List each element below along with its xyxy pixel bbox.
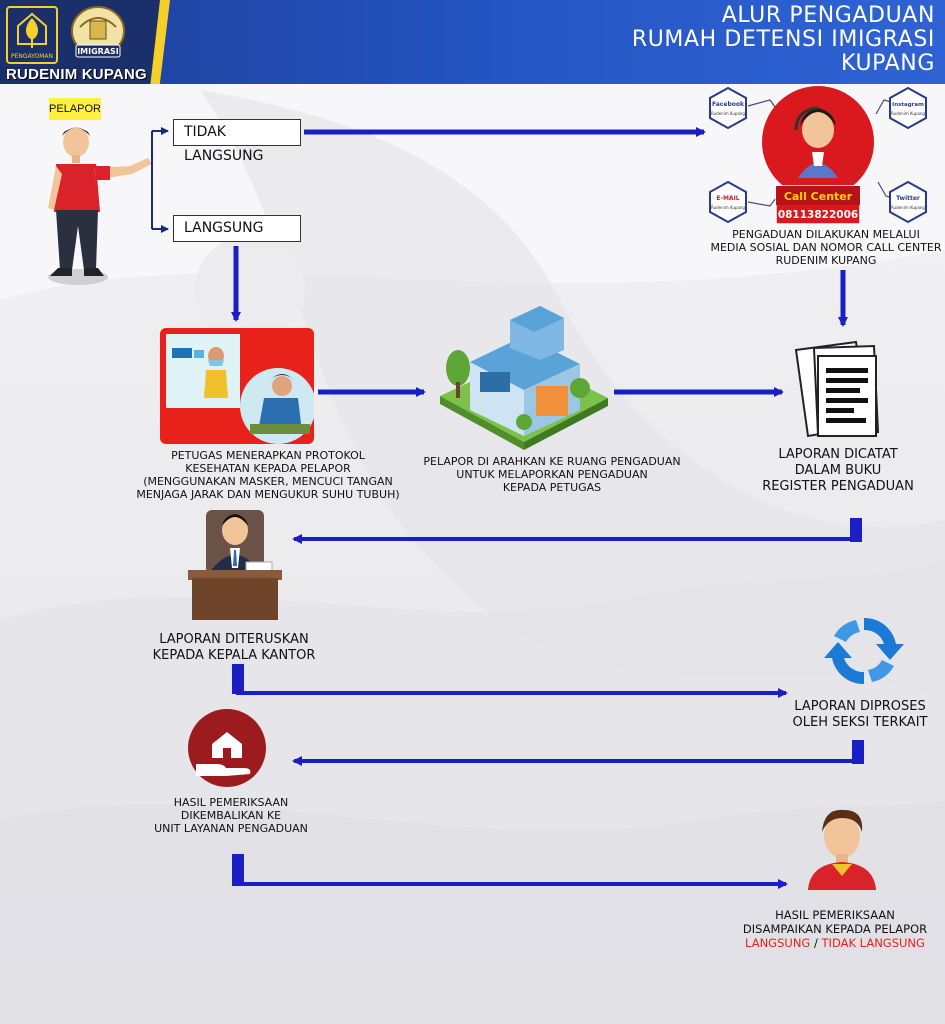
svg-text:Rudenim Kupang: Rudenim Kupang bbox=[711, 205, 745, 210]
twitter-hex-icon: Twitter Rudenim Kupang bbox=[889, 180, 927, 224]
head-office-illustration bbox=[188, 510, 282, 620]
complaint-room-text: PELAPOR DI ARAHKAN KE RUANG PENGADUAN UN… bbox=[423, 455, 681, 494]
health-protocol-illustration bbox=[160, 328, 314, 444]
svg-text:Rudenim Kupang: Rudenim Kupang bbox=[891, 205, 925, 210]
final-options: LANGSUNG / TIDAK LANGSUNG bbox=[730, 936, 940, 950]
facebook-hex-icon: Facebook Rudenim Kupang bbox=[709, 86, 747, 130]
email-hex-icon: E-MAIL Rudenim Kupang bbox=[709, 180, 747, 224]
head-office-text: LAPORAN DITERUSKAN KEPADA KEPALA KANTOR bbox=[152, 632, 316, 663]
svg-text:Rudenim Kupang: Rudenim Kupang bbox=[711, 111, 745, 116]
reporter-avatar bbox=[808, 809, 876, 890]
option-separator: / bbox=[814, 936, 818, 950]
imigrasi-logo: IMIGRASI bbox=[66, 3, 130, 65]
call-center-illustration: Facebook Rudenim Kupang Instagram Rudeni… bbox=[709, 86, 927, 225]
svg-text:Twitter: Twitter bbox=[896, 195, 920, 202]
title-line-3: KUPANG bbox=[841, 51, 935, 76]
page-title: ALUR PENGADUAN RUMAH DETENSI IMIGRASI KU… bbox=[632, 4, 935, 76]
call-center-badge-title: Call Center bbox=[784, 190, 853, 203]
logo1-label: PENGAYOMAN bbox=[11, 53, 53, 60]
option-tidak-langsung: TIDAK LANGSUNG bbox=[821, 936, 925, 950]
pelapor-tag: PELAPOR bbox=[49, 98, 101, 120]
final-result-text: HASIL PEMERIKSAAN DISAMPAIKAN KEPADA PEL… bbox=[730, 908, 940, 950]
svg-text:Rudenim Kupang: Rudenim Kupang bbox=[891, 111, 925, 116]
service-return-icon bbox=[188, 709, 266, 787]
instagram-hex-icon: Instagram Rudenim Kupang bbox=[889, 86, 927, 130]
complaint-room-building-illustration bbox=[440, 306, 608, 450]
svg-text:Instagram: Instagram bbox=[892, 102, 924, 108]
refresh-process-icon bbox=[824, 617, 904, 685]
title-line-1: ALUR PENGADUAN bbox=[721, 3, 935, 28]
header: PENGAYOMAN IMIGRASI RUDENIM KUPANG ALUR … bbox=[0, 0, 945, 84]
brand-name: RUDENIM KUPANG bbox=[6, 66, 147, 83]
call-center-description: PENGADUAN DILAKUKAN MELALUI MEDIA SOSIAL… bbox=[710, 228, 942, 267]
call-center-number: 08113822006 bbox=[778, 209, 858, 221]
pelapor-figure bbox=[48, 127, 152, 285]
register-documents-illustration bbox=[794, 340, 880, 438]
svg-text:Facebook: Facebook bbox=[712, 101, 745, 108]
logo2-label: IMIGRASI bbox=[77, 47, 119, 56]
process-text: LAPORAN DIPROSES OLEH SEKSI TERKAIT bbox=[792, 699, 928, 730]
svg-text:E-MAIL: E-MAIL bbox=[716, 195, 739, 202]
option-langsung: LANGSUNG bbox=[745, 936, 811, 950]
title-line-2: RUMAH DETENSI IMIGRASI bbox=[631, 27, 935, 52]
register-text: LAPORAN DICATAT DALAM BUKU REGISTER PENG… bbox=[762, 447, 914, 494]
tidak-langsung-box: TIDAK LANGSUNG bbox=[173, 119, 301, 164]
langsung-box: LANGSUNG bbox=[173, 215, 301, 242]
health-protocol-text: PETUGAS MENERAPKAN PROTOKOL KESEHATAN KE… bbox=[136, 449, 400, 501]
service-return-text: HASIL PEMERIKSAAN DIKEMBALIKAN KE UNIT L… bbox=[154, 796, 308, 835]
pengayoman-logo: PENGAYOMAN bbox=[6, 6, 58, 64]
